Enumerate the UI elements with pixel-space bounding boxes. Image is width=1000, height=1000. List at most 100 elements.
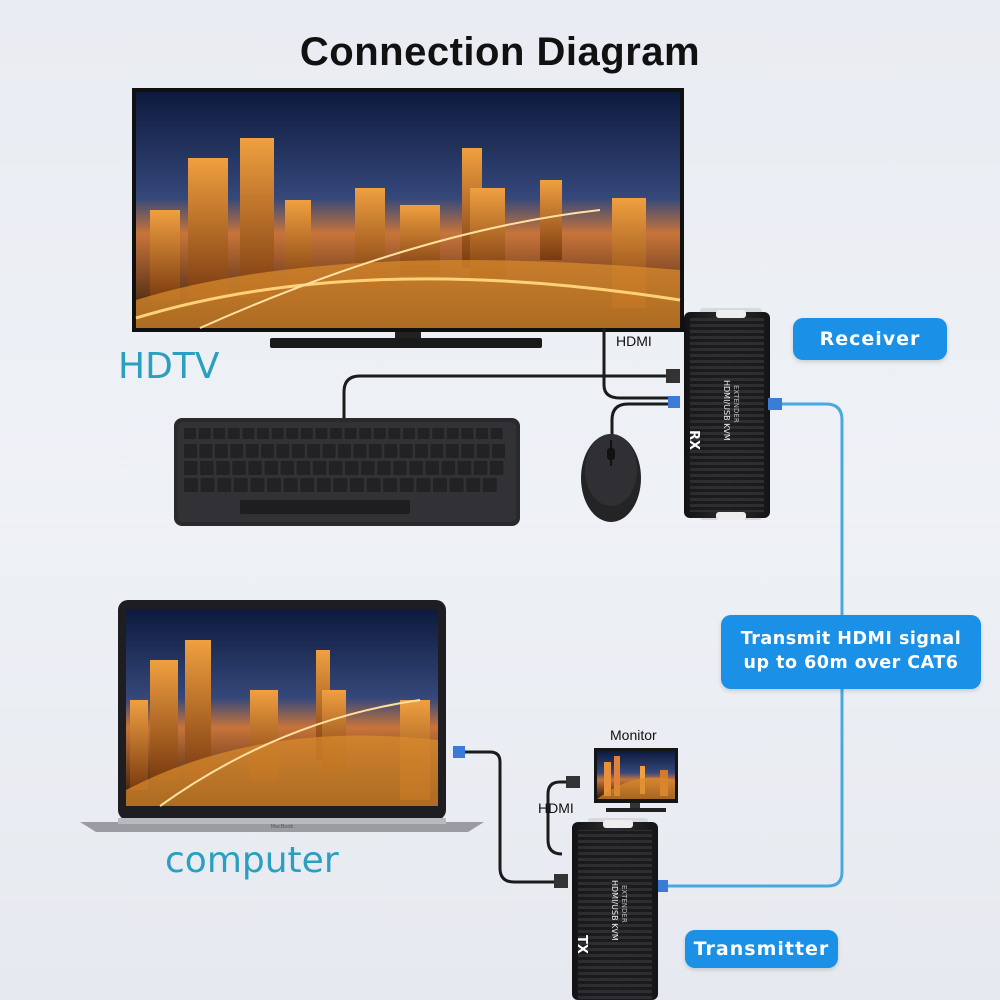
keyboard-key xyxy=(461,444,475,458)
usb-plug-laptop xyxy=(453,746,465,758)
keyboard-key xyxy=(373,428,386,439)
keyboard-key xyxy=(345,461,359,475)
keyboard-key xyxy=(359,428,372,439)
keyboard-key xyxy=(446,428,459,439)
usb-cables-top xyxy=(342,328,676,436)
keyboard-key xyxy=(393,461,407,475)
keyboard-key xyxy=(312,461,327,475)
transmitter-code: TX xyxy=(574,935,589,954)
keyboard-key xyxy=(315,428,328,439)
keyboard-key xyxy=(264,461,278,475)
signal-callout: Transmit HDMI signal up to 60m over CAT6 xyxy=(721,615,981,689)
keyboard-key xyxy=(482,478,497,492)
laptop-icon: MacBook xyxy=(80,600,484,832)
keyboard-key xyxy=(200,478,215,492)
keyboard-key xyxy=(233,478,248,492)
keyboard-key xyxy=(489,461,504,475)
keyboard-key xyxy=(296,461,311,475)
keyboard-key xyxy=(457,461,472,475)
transmitter-callout: Transmitter xyxy=(685,930,838,968)
keyboard-key xyxy=(344,428,357,439)
keyboard-key xyxy=(328,461,343,475)
monitor-label: Monitor xyxy=(610,727,657,743)
signal-callout-line2: up to 60m over CAT6 xyxy=(743,653,959,673)
keyboard-key xyxy=(214,444,228,458)
keyboard-key xyxy=(198,428,211,439)
tv-icon xyxy=(132,88,684,348)
keyboard-key xyxy=(476,428,488,439)
keyboard-key xyxy=(232,461,246,475)
hdmi-plug-tx xyxy=(554,874,568,888)
keyboard-key xyxy=(245,444,259,458)
keyboard-key xyxy=(184,461,198,475)
keyboard-key xyxy=(425,461,439,475)
keyboard-key xyxy=(300,478,315,492)
keyboard-key xyxy=(217,478,232,492)
keyboard-key xyxy=(490,428,503,439)
mouse-icon xyxy=(581,434,641,522)
keyboard-key xyxy=(430,444,444,458)
usb-plug-top xyxy=(668,396,680,408)
keyboard-key xyxy=(271,428,284,439)
keyboard-key xyxy=(383,478,398,492)
keyboard-key xyxy=(415,444,428,458)
laptop-brand: MacBook xyxy=(271,824,294,830)
keyboard-key xyxy=(216,461,230,475)
keyboard-key xyxy=(230,444,244,458)
keyboard-key xyxy=(350,478,364,492)
keyboard-key xyxy=(250,478,265,492)
keyboard-key xyxy=(227,428,240,439)
keyboard-key xyxy=(461,428,474,439)
diagram-title: Connection Diagram xyxy=(299,30,701,74)
receiver-code: RX xyxy=(686,430,701,450)
keyboard-key xyxy=(433,478,447,492)
keyboard-key xyxy=(283,478,298,492)
keyboard-key xyxy=(384,444,398,458)
keyboard-key xyxy=(441,461,456,475)
hdmi-plug-monitor xyxy=(566,776,580,788)
keyboard-key xyxy=(417,428,430,439)
extender-transmitter-icon: HDMI/USB KVM EXTENDER TX xyxy=(572,818,658,1000)
cat6-plug-rx xyxy=(768,398,782,410)
keyboard-key xyxy=(307,444,321,458)
hdmi-plug-top xyxy=(666,369,680,383)
keyboard-key xyxy=(267,478,281,492)
keyboard-key xyxy=(184,444,197,458)
monitor-icon xyxy=(594,748,678,812)
hdmi-label-bottom: HDMI xyxy=(538,800,574,816)
keyboard-key xyxy=(368,444,382,458)
keyboard-key xyxy=(322,444,336,458)
keyboard-key xyxy=(286,428,299,439)
keyboard-key xyxy=(409,461,423,475)
keyboard-key xyxy=(399,478,414,492)
keyboard-key xyxy=(291,444,305,458)
signal-callout-line1: Transmit HDMI signal xyxy=(740,629,962,649)
keyboard-key xyxy=(338,444,351,458)
keyboard-key xyxy=(399,444,413,458)
receiver-model-text: HDMI/USB KVM xyxy=(722,380,731,441)
keyboard-key xyxy=(476,444,490,458)
keyboard-key xyxy=(333,478,348,492)
keyboard-key xyxy=(300,428,313,439)
keyboard-key xyxy=(353,444,367,458)
keyboard-key xyxy=(280,461,295,475)
keyboard-key xyxy=(184,428,196,439)
receiver-callout: Receiver xyxy=(793,318,947,360)
keyboard-key xyxy=(361,461,375,475)
keyboard-key xyxy=(445,444,459,458)
keyboard-key xyxy=(316,478,331,492)
keyboard-key xyxy=(473,461,488,475)
keyboard-key xyxy=(388,428,401,439)
keyboard-key xyxy=(403,428,415,439)
keyboard-key xyxy=(213,428,226,439)
keyboard-key xyxy=(261,444,274,458)
cables-bottom xyxy=(462,750,575,884)
keyboard-key xyxy=(184,478,198,492)
keyboard-key xyxy=(276,444,290,458)
transmitter-extender-text: EXTENDER xyxy=(620,885,628,923)
keyboard-key xyxy=(242,428,255,439)
keyboard-key xyxy=(492,444,505,458)
keyboard-key xyxy=(248,461,262,475)
keyboard-key xyxy=(257,428,269,439)
